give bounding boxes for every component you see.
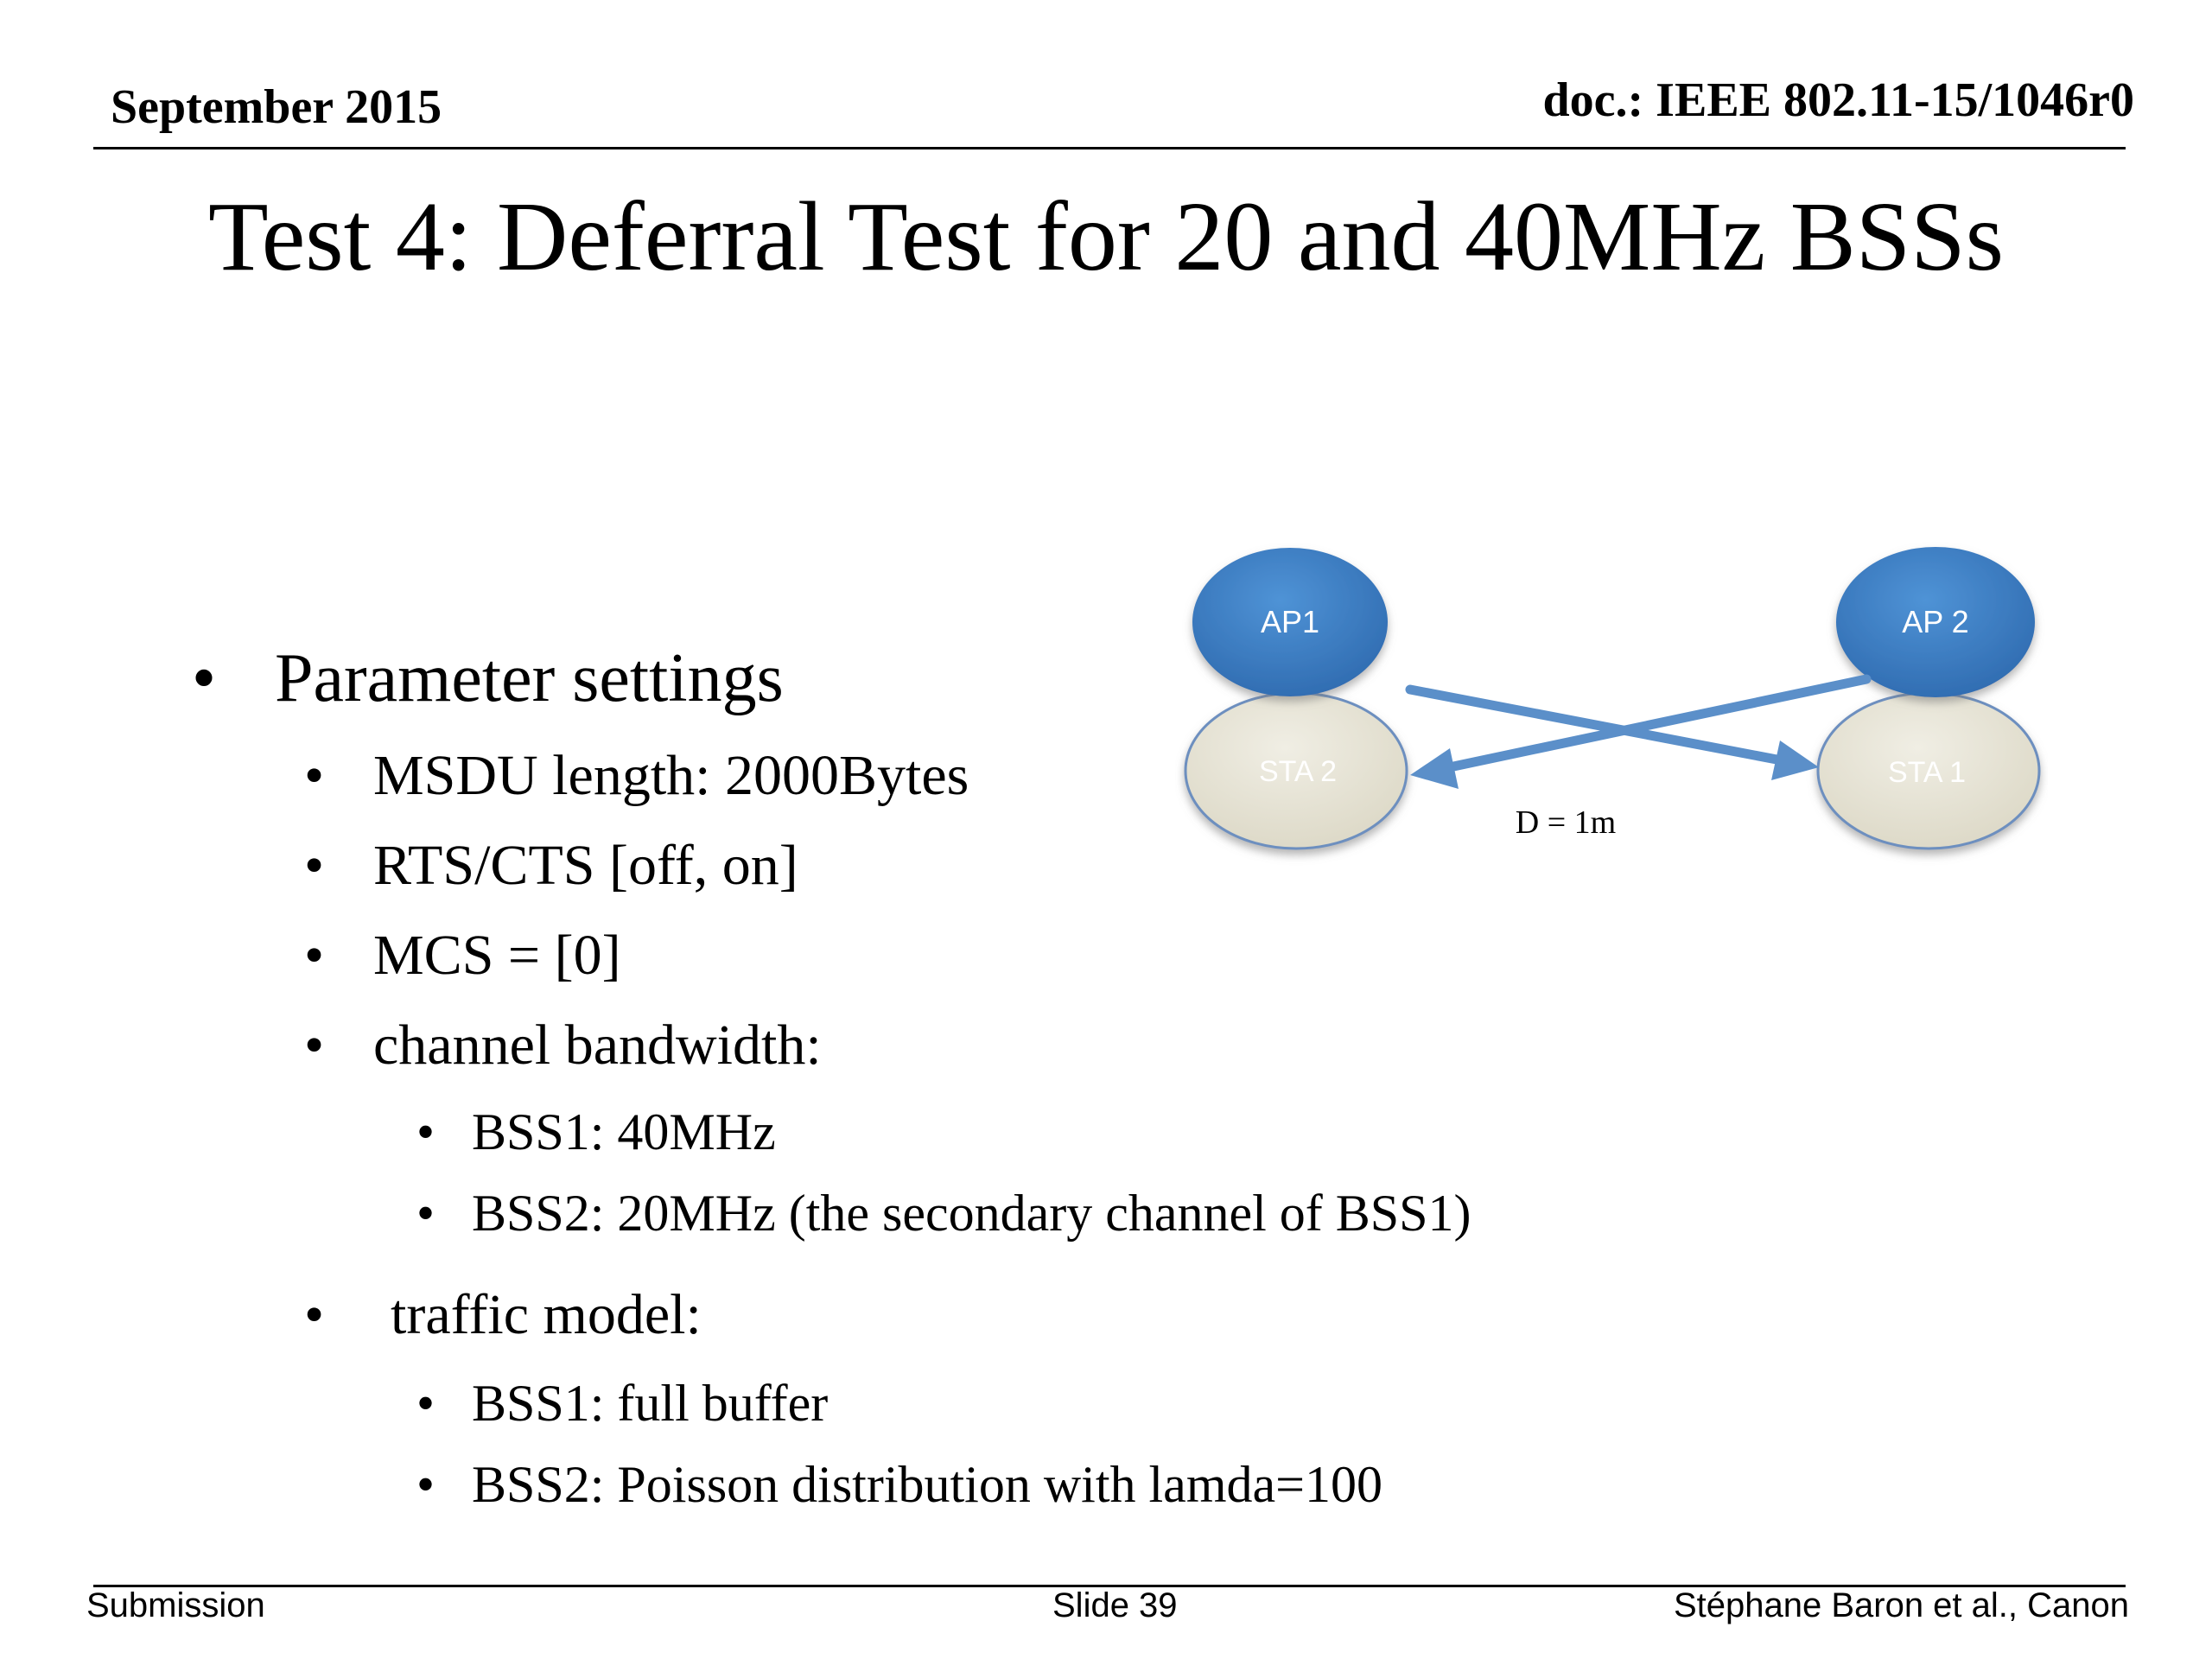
bullet-text: traffic model: xyxy=(391,1283,702,1346)
sta1-label: STA 1 xyxy=(1888,756,1966,789)
bullet-glyph: • xyxy=(192,640,217,716)
footer-submission: Submission xyxy=(86,1586,265,1624)
bullet-glyph: • xyxy=(416,1456,435,1513)
bullet-text: BSS1: full buffer xyxy=(472,1375,829,1432)
arrow-ap1-to-sta1 xyxy=(1405,684,1819,780)
bullet-glyph: • xyxy=(304,834,325,897)
ap1-node xyxy=(1192,548,1388,696)
slide-title: Test 4: Deferral Test for 20 and 40MHz B… xyxy=(208,181,2004,291)
bullet-glyph: • xyxy=(304,1283,325,1346)
footer-author: Stéphane Baron et al., Canon xyxy=(1673,1586,2129,1624)
bullet-glyph: • xyxy=(304,924,325,987)
bullet-text: MSDU length: 2000Bytes xyxy=(373,744,969,807)
header-doc-id: doc.: IEEE 802.11-15/1046r0 xyxy=(1542,73,2134,127)
bullet-text: BSS2: Poisson distribution with lamda=10… xyxy=(472,1456,1382,1513)
arrow-ap2-to-sta2 xyxy=(1410,674,1872,789)
footer-rule xyxy=(93,1585,2126,1587)
bullet-glyph: • xyxy=(304,1014,325,1077)
ap2-label: AP 2 xyxy=(1902,604,1968,639)
ap1-label: AP1 xyxy=(1261,604,1319,639)
header-rule xyxy=(93,147,2126,149)
sta2-label: STA 2 xyxy=(1259,755,1337,788)
bullet-glyph: • xyxy=(304,744,325,807)
bullet-text: MCS = [0] xyxy=(373,924,621,987)
header-date: September 2015 xyxy=(111,80,442,134)
bullet-text: channel bandwidth: xyxy=(373,1014,822,1077)
bullet-text: BSS2: 20MHz (the secondary channel of BS… xyxy=(472,1185,1471,1242)
bullet-text: Parameter settings xyxy=(275,640,784,716)
topology-diagram: AP1 AP 2 STA 2 STA 1 D = 1m xyxy=(1184,547,2041,850)
bullet-glyph: • xyxy=(416,1103,435,1160)
bullet-glyph: • xyxy=(416,1375,435,1432)
bullet-text: RTS/CTS [off, on] xyxy=(373,834,798,897)
distance-label: D = 1m xyxy=(1516,804,1616,841)
ap2-node xyxy=(1836,547,2035,697)
bullet-glyph: • xyxy=(416,1185,435,1242)
bullet-text: BSS1: 40MHz xyxy=(472,1103,776,1160)
footer-slide-number: Slide 39 xyxy=(1052,1586,1178,1624)
